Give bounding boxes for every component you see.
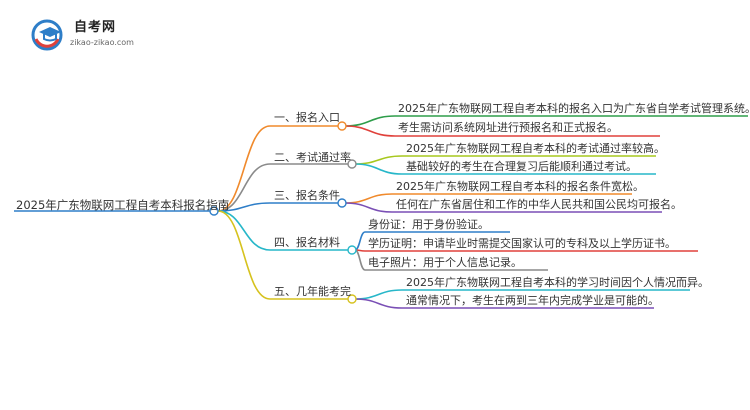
leaf-materials-2: 学历证明：申请毕业时需提交国家认可的专科及以上学历证书。 [368,237,676,250]
leaf-duration-1: 2025年广东物联网工程自考本科的学习时间因个人情况而异。 [406,276,709,289]
leaf-connector [354,298,403,309]
branch-connector [217,210,271,251]
leaf-conditions-2: 任何在广东省居住和工作的中华人民共和国公民均可报名。 [396,198,682,211]
leaf-entry-1: 2025年广东物联网工程自考本科的报名入口为广东省自学考试管理系统。 [398,102,750,115]
leaf-materials-1: 身份证：用于身份验证。 [368,218,489,231]
branch-node [347,294,357,304]
leaf-connector [354,289,403,300]
branch-connector [217,210,271,300]
root-node-label: 2025年广东物联网工程自考本科报名指南 [16,198,230,212]
branch-label-conditions: 三、报名条件 [274,189,340,202]
leaf-connector [344,202,393,213]
leaf-conditions-1: 2025年广东物联网工程自考本科的报名条件宽松。 [396,180,644,193]
leaf-duration-2: 通常情况下，考生在两到三年内完成学业是可能的。 [406,294,659,307]
branch-label-duration: 五、几年能考完 [274,285,351,298]
graduation-cap-icon [31,19,63,51]
leaf-connector [344,115,396,127]
branch-connector [217,202,271,212]
site-logo[interactable]: 自考网 zikao-zikao.com [30,14,180,54]
root-node [209,206,219,216]
leaf-connector [344,125,396,137]
branch-node [347,245,357,255]
leaf-materials-3: 电子照片：用于个人信息记录。 [368,256,522,269]
branch-node [347,159,357,169]
branch-label-entry: 一、报名入口 [274,111,340,124]
branch-node [337,198,347,208]
leaf-connector [354,155,403,165]
leaf-pass-rate-2: 基础较好的考生在合理复习后能顺利通过考试。 [406,160,637,173]
branch-label-pass-rate: 二、考试通过率 [274,151,351,164]
branch-label-materials: 四、报名材料 [274,236,340,249]
leaf-entry-2: 考生需访问系统网址进行预报名和正式报名。 [398,121,618,134]
branch-connector [217,125,271,212]
leaf-pass-rate-1: 2025年广东物联网工程自考本科的考试通过率较高。 [406,142,665,155]
connector-group [14,115,748,309]
logo-url: zikao-zikao.com [70,38,134,47]
leaf-connector [354,163,403,175]
leaf-connector [344,193,393,204]
branch-connector [217,163,271,212]
leaf-connector [354,249,366,271]
logo-title: 自考网 [74,20,117,35]
node-group [209,121,357,304]
branch-node [337,121,347,131]
leaf-connector [354,231,366,251]
